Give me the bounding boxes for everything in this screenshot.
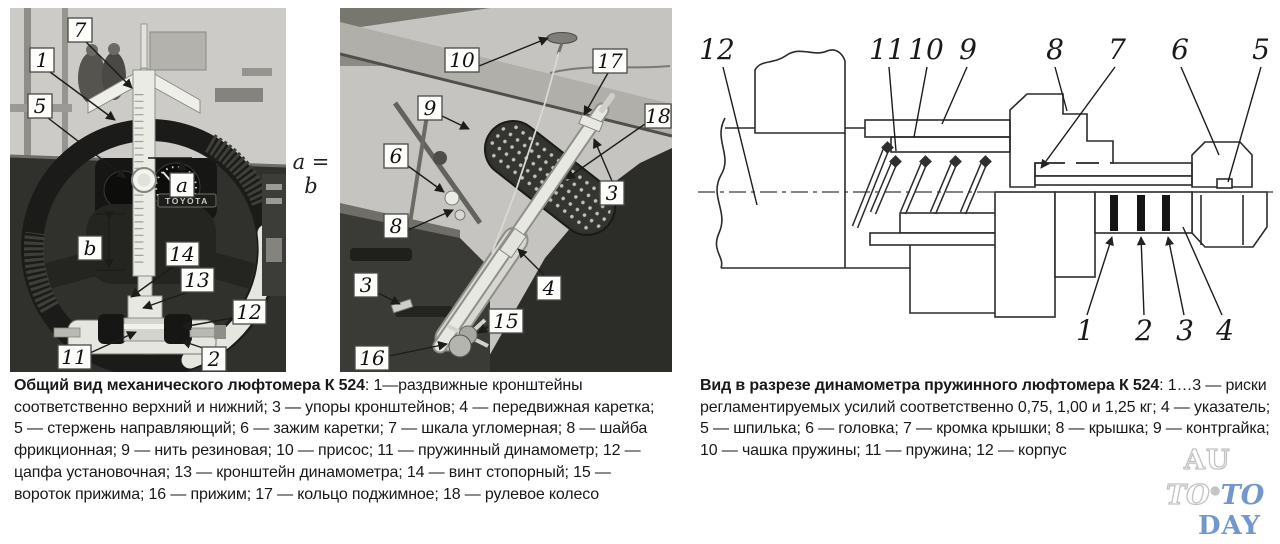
device-upper-stem: [140, 23, 148, 73]
caption-right-title: Вид в разрезе динамометра пружинного люф…: [700, 377, 1160, 394]
svg-text:16: 16: [359, 346, 385, 370]
center-console: [262, 174, 286, 296]
equation-a-equals-b: a = b: [292, 150, 330, 198]
risk-mark-1: [1110, 195, 1118, 231]
svg-text:5: 5: [34, 94, 47, 118]
drawing-callout-2: 2: [1134, 314, 1153, 347]
caption-left-title: Общий вид механического люфтомера К 524: [14, 377, 365, 394]
callout-16: 16: [354, 345, 390, 371]
sliding-carriage: [499, 227, 527, 259]
callout-5: 5: [27, 93, 53, 119]
watermark-au: AU: [1183, 444, 1231, 476]
callout-9: 9: [417, 95, 443, 121]
callout-17: 17: [592, 48, 628, 74]
drawing-callout-6: 6: [1171, 33, 1189, 66]
caption-left: Общий вид механического люфтомера К 524:…: [14, 375, 659, 505]
callout-1: 1: [29, 47, 55, 73]
drawing-callout-7: 7: [1108, 33, 1126, 66]
device-rod: [434, 104, 608, 352]
svg-text:7: 7: [74, 18, 87, 42]
svg-text:18: 18: [645, 104, 670, 128]
spring-dynamometer-body: [123, 317, 167, 342]
photo-lufotmeter-on-steering-wheel: TOYOTA: [10, 8, 286, 372]
spring-cup-upper: [890, 136, 1011, 153]
rubber-block: [164, 314, 192, 344]
registered-icon: ®: [1209, 484, 1221, 498]
callout-a: a: [169, 172, 195, 198]
upper-stop: [578, 113, 604, 133]
shaft-step-1: [994, 191, 1056, 318]
caption-right: Вид в разрезе динамометра пружинного люф…: [700, 375, 1278, 462]
air-vent: [350, 248, 412, 261]
rubber-block: [98, 314, 126, 344]
svg-text:9: 9: [424, 96, 437, 120]
caption-right-body: : 1…3 — риски регламентируемых усилий со…: [700, 377, 1271, 460]
drawing-callout-9: 9: [959, 33, 977, 66]
callout-6: 6: [383, 143, 409, 169]
callout-b: b: [77, 235, 103, 261]
spring: [851, 141, 992, 229]
break-line: [715, 117, 726, 269]
svg-text:17: 17: [597, 49, 623, 73]
friction-washer: [454, 209, 466, 221]
svg-text:6: 6: [390, 144, 403, 168]
svg-text:14: 14: [169, 242, 194, 266]
watermark-day: DAY: [1198, 511, 1261, 541]
callout-15: 15: [488, 308, 524, 334]
svg-text:13: 13: [184, 268, 209, 292]
mounting-pin: [214, 325, 226, 339]
callout-7: 7: [67, 17, 93, 43]
svg-text:1: 1: [36, 48, 49, 72]
callout-13: 13: [180, 267, 215, 293]
callout-3-lower: 3: [353, 272, 379, 298]
drawing-callout-8: 8: [1046, 33, 1064, 66]
autotoday-watermark: AU TO®TO DAY: [1160, 444, 1280, 542]
clamp-disc: [448, 334, 472, 358]
callout-8: 8: [383, 213, 409, 239]
rubber-thread: [491, 51, 560, 254]
callout-18: 18: [644, 103, 672, 129]
risk-mark-2: [1137, 195, 1145, 231]
svg-text:a: a: [176, 173, 188, 197]
garage-door: [149, 31, 207, 71]
watermark-toto: TO®TO: [1165, 479, 1265, 511]
svg-text:4: 4: [542, 276, 556, 300]
body-knob: [754, 49, 846, 134]
drawing-callout-4: 4: [1215, 314, 1234, 347]
caption-left-body: : 1—раздвижные кронштейны соответственно…: [14, 377, 655, 503]
stud-pin: [1216, 178, 1233, 189]
svg-text:15: 15: [493, 309, 518, 333]
shaft-step-2: [1054, 191, 1096, 278]
drawing-callout-5: 5: [1252, 33, 1270, 66]
photo-lufotmeter-installed: 10 17 9 6 8 18 3 3 4 15 16: [340, 8, 672, 372]
callout-11: 11: [57, 344, 92, 370]
drawing-callout-1: 1: [1076, 314, 1094, 347]
svg-text:12: 12: [236, 300, 261, 324]
person-silhouette: [78, 52, 106, 104]
callout-2: 2: [201, 346, 227, 372]
callout-14: 14: [165, 241, 200, 267]
risk-mark-3: [1162, 195, 1170, 231]
carriage-clamp: [444, 190, 460, 206]
svg-text:11: 11: [61, 345, 86, 369]
wheel-brand-label: TOYOTA: [165, 196, 209, 206]
svg-text:3: 3: [606, 181, 619, 205]
callout-4: 4: [536, 275, 562, 301]
drawing-callout-12: 12: [699, 33, 735, 66]
callout-3-upper: 3: [599, 180, 625, 206]
pointer-bar: [1034, 162, 1193, 177]
svg-text:8: 8: [390, 214, 403, 238]
svg-text:2: 2: [207, 347, 221, 371]
callout-10: 10: [444, 47, 480, 73]
drawing-callout-10: 10: [908, 33, 944, 66]
svg-text:3: 3: [360, 273, 373, 297]
drawing-callout-11: 11: [869, 33, 905, 66]
svg-text:10: 10: [449, 48, 475, 72]
drawing-callout-3: 3: [1176, 314, 1194, 347]
suction-cup: [546, 32, 578, 44]
locknut-strip: [864, 119, 1011, 138]
callout-12: 12: [232, 299, 267, 325]
svg-text:b: b: [84, 236, 97, 260]
dynamometer-cross-section-drawing: 12 11 10 9 8 7 6 5 1 2 3 4: [698, 33, 1273, 347]
